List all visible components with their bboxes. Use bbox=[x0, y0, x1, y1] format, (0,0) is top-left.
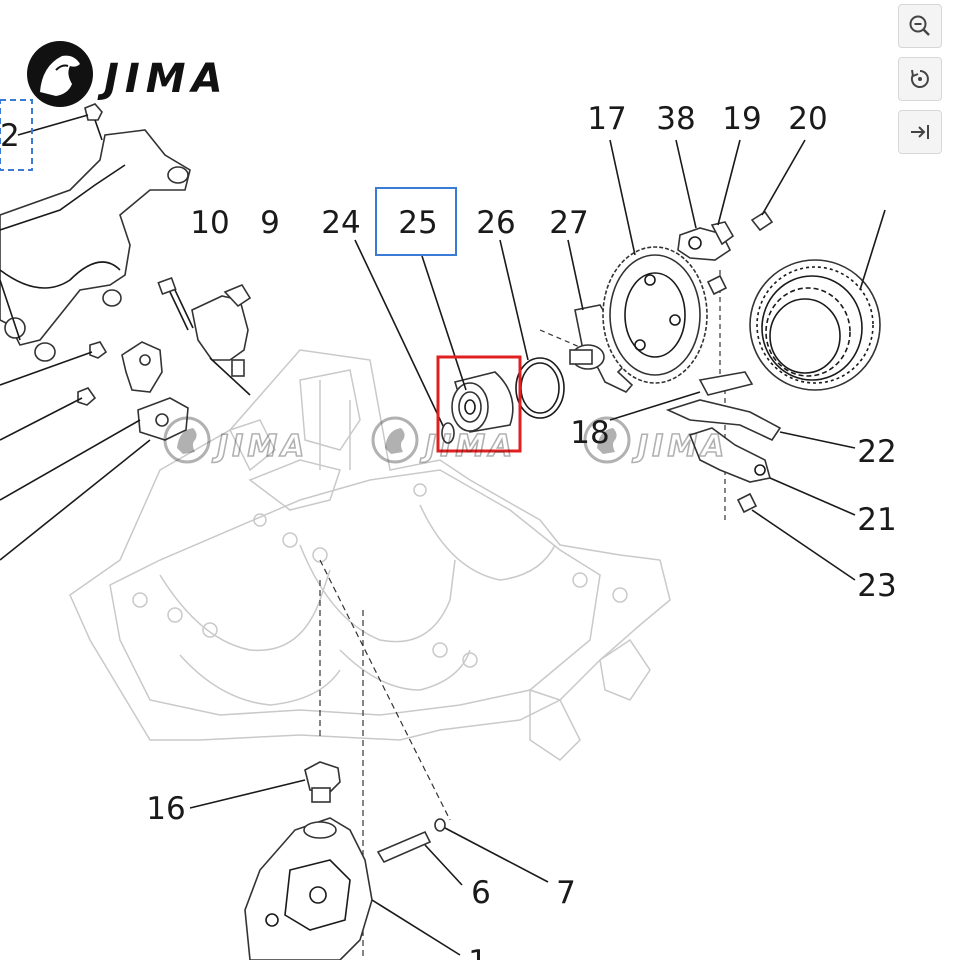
part-26-circlip bbox=[499, 239, 565, 419]
callout-17[interactable]: 17 bbox=[587, 101, 626, 137]
part-21-guide bbox=[688, 427, 856, 516]
callout-1[interactable]: 1 bbox=[468, 944, 488, 960]
watermark-1: JIMA bbox=[163, 416, 308, 465]
callout-18[interactable]: 18 bbox=[570, 415, 609, 451]
watermark-3-text: JIMA bbox=[632, 429, 728, 464]
part-highlight-box[interactable] bbox=[436, 355, 522, 453]
selected-callout-box[interactable] bbox=[375, 187, 457, 256]
part-22-guide bbox=[665, 399, 856, 449]
part-7-ring bbox=[434, 818, 549, 883]
zoom-out-icon bbox=[909, 15, 930, 36]
callout-2-selection-box[interactable] bbox=[0, 99, 33, 171]
callouts: 2 10 9 24 25 26 27 17 38 19 20 18 22 21 … bbox=[0, 101, 897, 960]
watermark-1-text: JIMA bbox=[212, 429, 308, 464]
left-fasteners bbox=[0, 341, 189, 561]
callout-27[interactable]: 27 bbox=[549, 205, 588, 241]
part-17-sprocket bbox=[602, 139, 708, 384]
zoom-out-button[interactable] bbox=[898, 4, 942, 48]
part-24 bbox=[354, 239, 455, 444]
callout-6[interactable]: 6 bbox=[471, 875, 491, 911]
rotate-icon bbox=[910, 69, 929, 88]
callout-22[interactable]: 22 bbox=[857, 434, 896, 470]
part-18-chain bbox=[609, 371, 754, 421]
watermark-3: JIMA bbox=[583, 416, 728, 465]
part-9-sensor bbox=[191, 284, 252, 396]
fit-icon bbox=[911, 125, 929, 139]
part-19 bbox=[710, 139, 741, 246]
part-20-bolt bbox=[706, 139, 806, 296]
callout-38[interactable]: 38 bbox=[656, 101, 695, 137]
callout-24[interactable]: 24 bbox=[321, 205, 360, 241]
callout-7[interactable]: 7 bbox=[556, 875, 576, 911]
callout-21[interactable]: 21 bbox=[857, 502, 896, 538]
part-10-bolt bbox=[157, 276, 194, 331]
part-6-pin bbox=[376, 830, 463, 886]
rotate-button[interactable] bbox=[898, 57, 942, 101]
callout-25[interactable]: 25 bbox=[398, 205, 437, 241]
callout-2[interactable]: 2 bbox=[0, 118, 20, 154]
brand-name: JIMA bbox=[97, 56, 229, 102]
callout-26[interactable]: 26 bbox=[476, 205, 515, 241]
callout-19[interactable]: 19 bbox=[722, 101, 761, 137]
fit-button[interactable] bbox=[898, 110, 942, 154]
callout-20[interactable]: 20 bbox=[788, 101, 827, 137]
part-23-bolt bbox=[736, 492, 856, 581]
callout-16[interactable]: 16 bbox=[146, 791, 185, 827]
callout-23[interactable]: 23 bbox=[857, 568, 896, 604]
callout-10[interactable]: 10 bbox=[190, 205, 229, 241]
brand-logo: JIMA bbox=[27, 41, 229, 107]
watermark-2-text: JIMA bbox=[420, 429, 516, 464]
clutch-drum bbox=[749, 209, 886, 391]
watermark-2: JIMA bbox=[371, 416, 516, 465]
leader-2 bbox=[17, 114, 89, 136]
callout-9[interactable]: 9 bbox=[260, 205, 280, 241]
bracket-assembly bbox=[0, 103, 191, 362]
part-1-pump bbox=[244, 817, 461, 960]
crankcase-outline bbox=[69, 349, 671, 761]
part-25-bearing bbox=[421, 255, 514, 433]
part-16-plug bbox=[189, 761, 341, 809]
